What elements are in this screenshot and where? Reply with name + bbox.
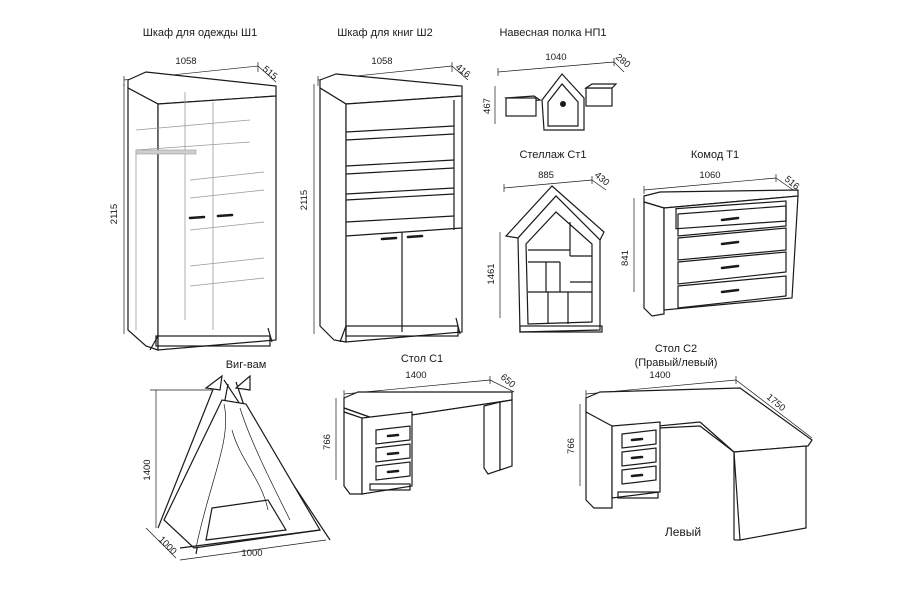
teepee-width-dim: 1000 bbox=[241, 548, 262, 559]
wardrobe-width-dim: 1058 bbox=[175, 56, 196, 67]
bookcase-title: Шкаф для книг Ш2 bbox=[337, 27, 433, 39]
dresser-t1: Комод Т1 1060 516 841 bbox=[620, 149, 801, 317]
bookcase-sh2: Шкаф для книг Ш2 1058 416 2115 bbox=[299, 27, 472, 343]
dresser-width-dim: 1060 bbox=[699, 170, 720, 181]
dresser-title: Комод Т1 bbox=[691, 149, 739, 161]
desk-c1-height-dim: 766 bbox=[322, 434, 333, 450]
rack-height-dim: 1461 bbox=[486, 263, 497, 284]
desk-c2-variant-label: Левый bbox=[665, 525, 701, 539]
teepee-depth-dim: 1000 bbox=[156, 534, 179, 557]
desk-c2-width-dim: 1400 bbox=[649, 370, 670, 381]
wall-shelf-np1: Навесная полка НП1 1040 280 467 bbox=[482, 27, 632, 131]
wall-shelf-depth-dim: 280 bbox=[613, 52, 632, 71]
teepee-height-dim: 1400 bbox=[142, 459, 153, 480]
teepee: Виг-вам 1400 1000 1000 bbox=[142, 359, 331, 561]
wall-shelf-width-dim: 1040 bbox=[545, 52, 566, 63]
rack-depth-dim: 430 bbox=[592, 170, 611, 189]
teepee-title: Виг-вам bbox=[226, 359, 267, 371]
desk-c1-title: Стол С1 bbox=[401, 353, 443, 365]
wardrobe-title: Шкаф для одежды Ш1 bbox=[143, 27, 257, 39]
wardrobe-sh1: Шкаф для одежды Ш1 1058 515 2115 bbox=[109, 27, 279, 351]
desk-c2-height-dim: 766 bbox=[566, 438, 577, 454]
wall-shelf-height-dim: 467 bbox=[482, 98, 493, 114]
dresser-height-dim: 841 bbox=[620, 250, 631, 266]
bookcase-width-dim: 1058 bbox=[371, 56, 392, 67]
rack-title: Стеллаж Ст1 bbox=[519, 149, 586, 161]
rack-st1: Стеллаж Ст1 885 430 1461 bbox=[486, 149, 611, 333]
desk-c1-width-dim: 1400 bbox=[405, 370, 426, 381]
bookcase-height-dim: 2115 bbox=[299, 190, 310, 210]
desk-c2-title: Стол С2 bbox=[655, 343, 697, 355]
desk-c2: Стол С2 (Правый/левый) 1400 1750 766 Лев… bbox=[566, 343, 813, 541]
wall-shelf-title: Навесная полка НП1 bbox=[499, 27, 606, 39]
bookcase-depth-dim: 416 bbox=[453, 62, 472, 81]
rack-width-dim: 885 bbox=[538, 170, 554, 181]
desk-c1: Стол С1 1400 650 766 bbox=[322, 353, 517, 495]
wardrobe-depth-dim: 515 bbox=[260, 64, 279, 83]
wardrobe-height-dim: 2115 bbox=[109, 204, 120, 224]
desk-c1-depth-dim: 650 bbox=[498, 372, 517, 391]
desk-c2-subtitle: (Правый/левый) bbox=[635, 357, 718, 369]
